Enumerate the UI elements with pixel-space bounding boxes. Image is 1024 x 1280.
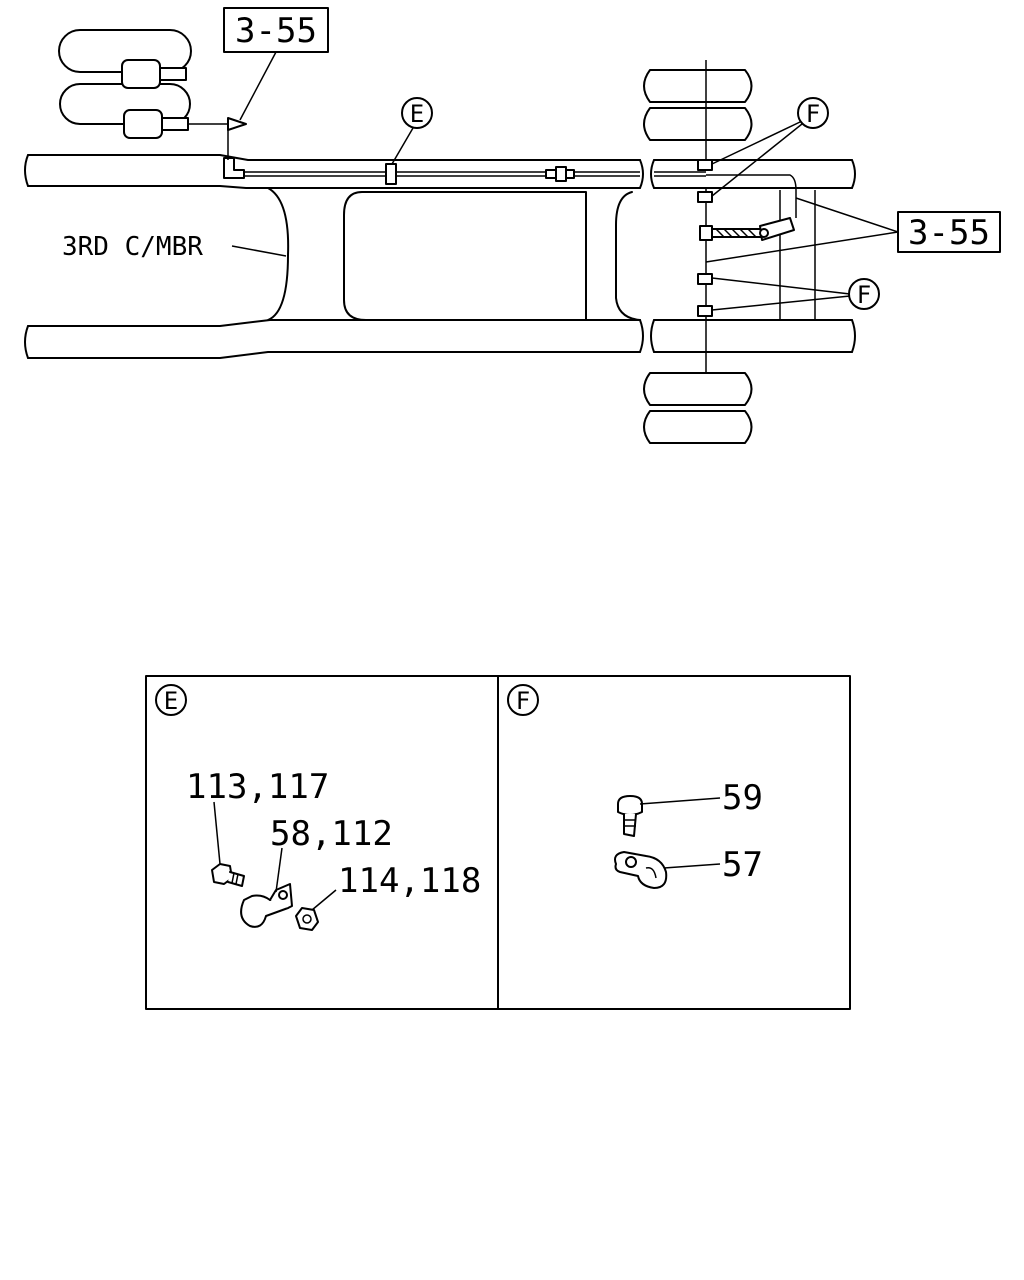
clip-f-1: [697, 159, 713, 171]
nut-icon: [295, 907, 319, 931]
ref-label-right: 3-55: [908, 213, 990, 253]
ref-label-top: 3-55: [235, 11, 317, 51]
crossmembers: [267, 187, 816, 321]
air-tanks: [58, 29, 247, 139]
ref-box-top: 3-55: [223, 7, 329, 53]
clip-e-on-rail: [385, 163, 397, 185]
clip-f-4: [697, 305, 713, 317]
detail-e: E 113,117 58,112 114,118: [155, 684, 481, 931]
ref-box-right: 3-55: [897, 211, 1001, 253]
clip-icon: [614, 851, 668, 889]
bolt-icon: [211, 863, 245, 887]
detail-e-bolt-parts: 113,117: [186, 767, 329, 807]
detail-f-clip-part: 57: [722, 845, 763, 885]
brake-line: [223, 124, 797, 317]
detail-e-nut-parts: 114,118: [338, 861, 481, 901]
callout-f-upper: F: [797, 97, 829, 129]
callout-e-letter: E: [410, 100, 424, 128]
rear-wheels: [643, 60, 753, 444]
callout-e: E: [401, 97, 433, 129]
bolt-icon: [617, 795, 643, 837]
detail-f-label: F: [516, 687, 530, 715]
clip-f-2: [697, 191, 713, 203]
detail-e-label: E: [164, 687, 178, 715]
clip-icon: [240, 883, 293, 928]
leader-lines: [231, 51, 899, 311]
detail-f: F 59 57: [507, 684, 763, 889]
callout-f-upper-letter: F: [806, 100, 820, 128]
callout-f-lower-letter: F: [857, 281, 871, 309]
crossmember-label: 3RD C/MBR: [62, 232, 203, 262]
detail-e-clip-parts: 58,112: [270, 814, 393, 854]
clip-f-3: [697, 273, 713, 285]
detail-panels: [145, 675, 851, 1010]
detail-f-bolt-part: 59: [722, 778, 763, 818]
callout-f-lower: F: [848, 278, 880, 310]
